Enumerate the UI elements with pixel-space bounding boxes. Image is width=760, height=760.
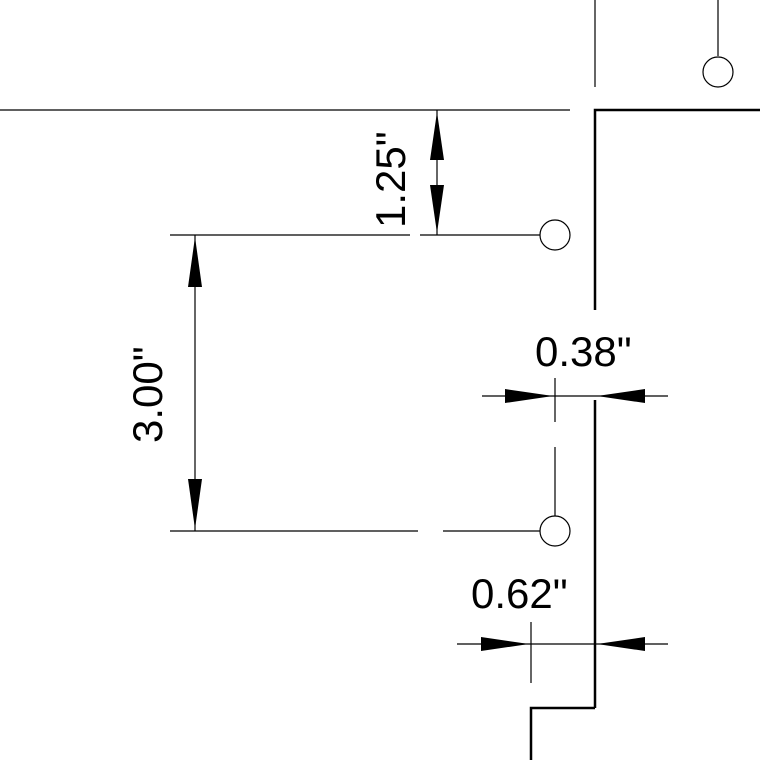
dim-125-arrow-top	[430, 112, 444, 160]
dim-300-arrow-bottom	[188, 479, 202, 529]
hole-1	[539, 219, 571, 251]
dim-038-arrow-left	[505, 389, 553, 403]
dim-062-label: 0.62"	[471, 570, 568, 617]
dim-038-arrow-right	[597, 389, 645, 403]
dim-125-arrow-bottom	[430, 185, 444, 233]
part-outline-upper	[593, 108, 760, 310]
dim-062-arrow-left	[481, 637, 529, 651]
dim-038-label: 0.38"	[535, 328, 632, 375]
dim-300-arrow-top	[188, 237, 202, 287]
dim-062-arrow-right	[597, 637, 645, 651]
hole-top	[702, 56, 734, 88]
part-outline-step	[529, 706, 595, 760]
hole-2	[539, 515, 571, 547]
dim-125-label: 1.25"	[367, 131, 414, 228]
dim-300-label: 3.00"	[124, 346, 171, 443]
